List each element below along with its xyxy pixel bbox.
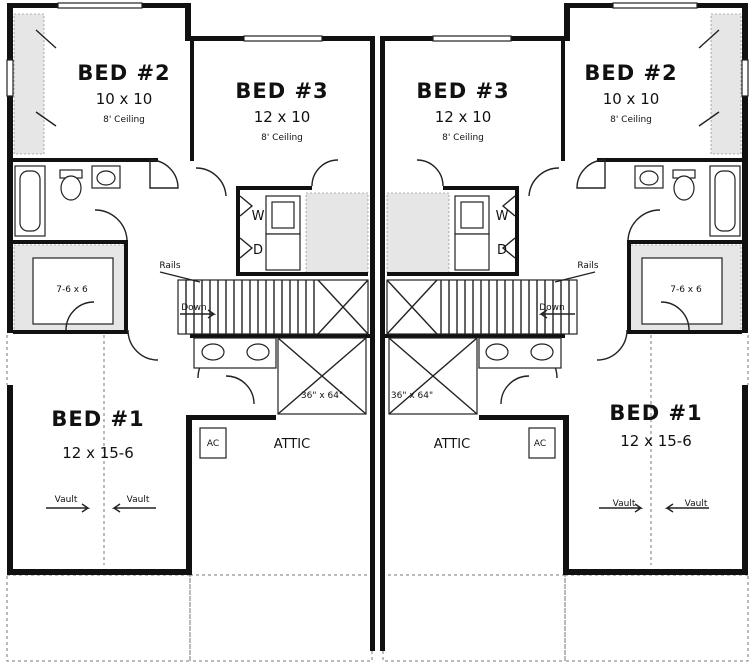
toilet-bowl [60,175,82,201]
vault-label-right: Vault [685,499,708,509]
bed2-ceiling: 8' Ceiling [610,115,652,125]
vault-label-left: Vault [613,499,636,509]
bed3-title: BED #3 [235,79,328,103]
exterior-wall [7,569,192,575]
closet-size: 7-6 x 6 [670,285,702,295]
vault-arrow [46,503,91,513]
door-swing [149,159,179,189]
interior-wall [13,158,158,162]
ac-label: AC [534,439,546,449]
interior-wall [236,188,240,276]
exterior-wall [7,3,13,333]
rails-leader [159,271,201,283]
stair-well-fill [305,192,369,276]
window [243,35,323,42]
stair-opening-x [317,279,369,335]
ac-unit [199,427,227,459]
interior-wall [190,334,370,338]
walk-in-closet [32,257,114,325]
bathtub-basin [19,170,41,232]
bed1-size: 12 x 15-6 [620,432,692,450]
bed3-ceiling: 8' Ceiling [261,133,303,143]
unit-right-labels: BED #2 10 x 10 8' Ceiling BED #3 12 x 10… [391,61,708,509]
bed3-size: 12 x 10 [254,108,311,126]
interior-wall [13,240,127,244]
bed2-title: BED #2 [77,61,170,85]
ac-label: AC [207,439,219,449]
dryer-label: D [253,243,263,258]
stair-down-label: Down [181,303,207,313]
bed2-size: 10 x 10 [603,90,660,108]
washer-label: W [252,209,265,224]
interior-wall [190,41,194,161]
rails-label: Rails [159,261,181,271]
attic-access-size: 36" x 64" [391,391,433,401]
laundry-door [239,195,254,259]
interior-wall [236,272,368,276]
attic-wall [186,415,276,420]
rails-label: Rails [577,261,599,271]
interior-wall [13,330,128,334]
window [57,2,143,9]
lower-roof-outline [6,574,191,662]
bed1-size: 12 x 15-6 [62,444,134,462]
closet-size: 7-6 x 6 [56,285,88,295]
bed3-ceiling: 8' Ceiling [442,133,484,143]
interior-wall [236,186,312,190]
bed2-ceiling: 8' Ceiling [103,115,145,125]
stair-down-label: Down [539,303,565,313]
bed3-size: 12 x 10 [435,108,492,126]
vault-label-left: Vault [55,495,78,505]
window [6,59,14,97]
closet-door [35,29,57,127]
sink-basin [246,343,270,361]
vault-arrow [111,503,156,513]
bed2-title: BED #2 [584,61,677,85]
attic-access-size: 36" x 64" [301,391,343,401]
attic-access-x [277,337,367,415]
dryer-label: D [497,243,507,258]
exterior-wall [7,385,13,575]
sink-basin [96,170,116,186]
vault-label-right: Vault [127,495,150,505]
closet-fill [13,13,45,155]
attic-label: ATTIC [274,437,310,452]
exterior-wall [185,3,191,41]
stair-treads [185,280,315,334]
bed1-title: BED #1 [51,407,144,431]
door-swing [225,375,255,405]
door-swing [65,301,95,331]
door-swing [127,329,159,361]
door-swing [94,209,128,241]
dryer [265,233,301,271]
interior-wall [124,240,128,332]
sink-basin [201,343,225,361]
door-swing [195,167,227,197]
washer-label: W [496,209,509,224]
bed3-title: BED #3 [416,79,509,103]
down-arrow [180,309,217,319]
unit-left [6,2,375,662]
exterior-wall [186,420,192,575]
party-wall [370,36,375,651]
bed2-size: 10 x 10 [96,90,153,108]
door-swing [311,159,339,187]
attic-label: ATTIC [434,437,470,452]
bed1-title: BED #1 [609,401,702,425]
washer-lid [271,201,295,229]
unit-left-labels: BED #2 10 x 10 8' Ceiling BED #3 12 x 10… [51,61,343,505]
lower-roof-outline [189,574,373,662]
